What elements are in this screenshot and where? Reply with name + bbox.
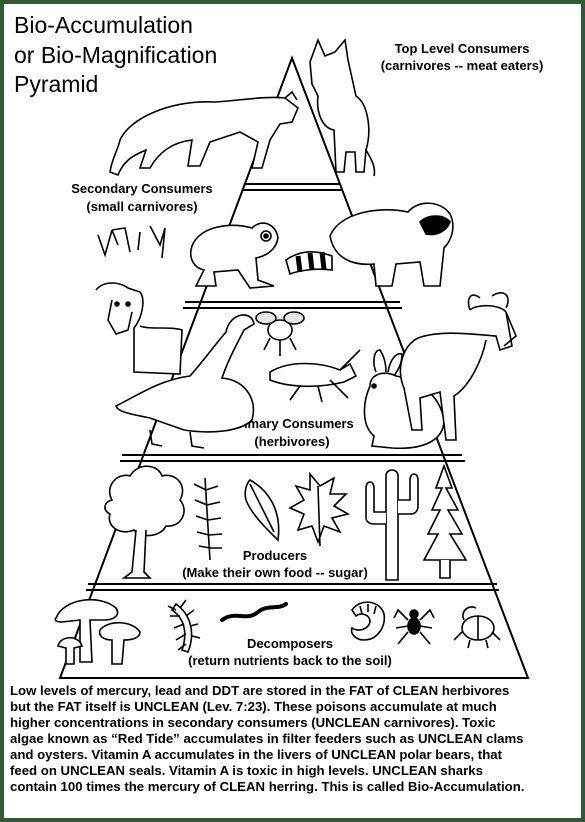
primary-detail: (herbivores) <box>254 434 329 449</box>
goose-icon <box>115 314 255 449</box>
oak-leaf-icon <box>288 471 351 547</box>
millipede-icon <box>167 599 201 653</box>
footer-line-7: contain 100 times the mercury of CLEAN h… <box>10 779 525 794</box>
title-line-1: Bio-Accumulation <box>14 12 193 38</box>
title-line-3: Pyramid <box>14 71 98 97</box>
frog-icon <box>189 222 279 289</box>
grasshopper-icon <box>269 349 361 403</box>
grub-icon <box>350 601 386 641</box>
wolf-icon <box>309 37 376 177</box>
top-level-label: Top Level Consumers <box>395 41 530 56</box>
footer-line-3: higher concentrations in secondary consu… <box>10 715 496 730</box>
footer-line-4: algae known as “Red Tide” accumulates in… <box>10 731 524 746</box>
primary-label: Primary Consumers <box>230 416 354 431</box>
cactus-icon <box>365 469 419 581</box>
worm-icon <box>220 602 288 622</box>
mushroom-icon <box>54 599 141 665</box>
spider-icon <box>393 608 435 645</box>
footer-line-6: feed on UNCLEAN seals. Vitamin A is toxi… <box>10 763 483 778</box>
footer-line-1: Low levels of mercury, lead and DDT are … <box>10 683 510 698</box>
beetle-icon <box>453 606 501 649</box>
footer-line-5: and oysters. Vitamin A accumulates in th… <box>10 747 502 762</box>
cougar-icon <box>109 90 299 177</box>
producers-label: Producers <box>243 548 307 563</box>
secondary-detail: (small carnivores) <box>86 199 197 214</box>
secondary-label: Secondary Consumers <box>71 181 213 196</box>
fly-icon <box>255 311 305 356</box>
top-level-detail: (carnivores -- meat eaters) <box>381 58 544 73</box>
footer-text: Low levels of mercury, lead and DDT are … <box>10 683 576 795</box>
pine-tree-icon <box>422 463 468 579</box>
footer-line-2: but the FAT itself is UNCLEAN (Lev. 7:23… <box>10 699 497 714</box>
producers-detail: (Make their own food -- sugar) <box>182 565 368 580</box>
leaf-icon <box>244 479 280 542</box>
deer-icon <box>95 225 183 375</box>
raccoon-icon <box>285 202 454 287</box>
decomposers-detail: (return nutrients back to the soil) <box>188 653 392 668</box>
wildebeest-icon <box>399 292 517 441</box>
tree-icon <box>104 465 185 579</box>
title-line-2: or Bio-Magnification <box>14 42 217 68</box>
decomposers-label: Decomposers <box>247 636 333 651</box>
fern-icon <box>193 477 223 561</box>
